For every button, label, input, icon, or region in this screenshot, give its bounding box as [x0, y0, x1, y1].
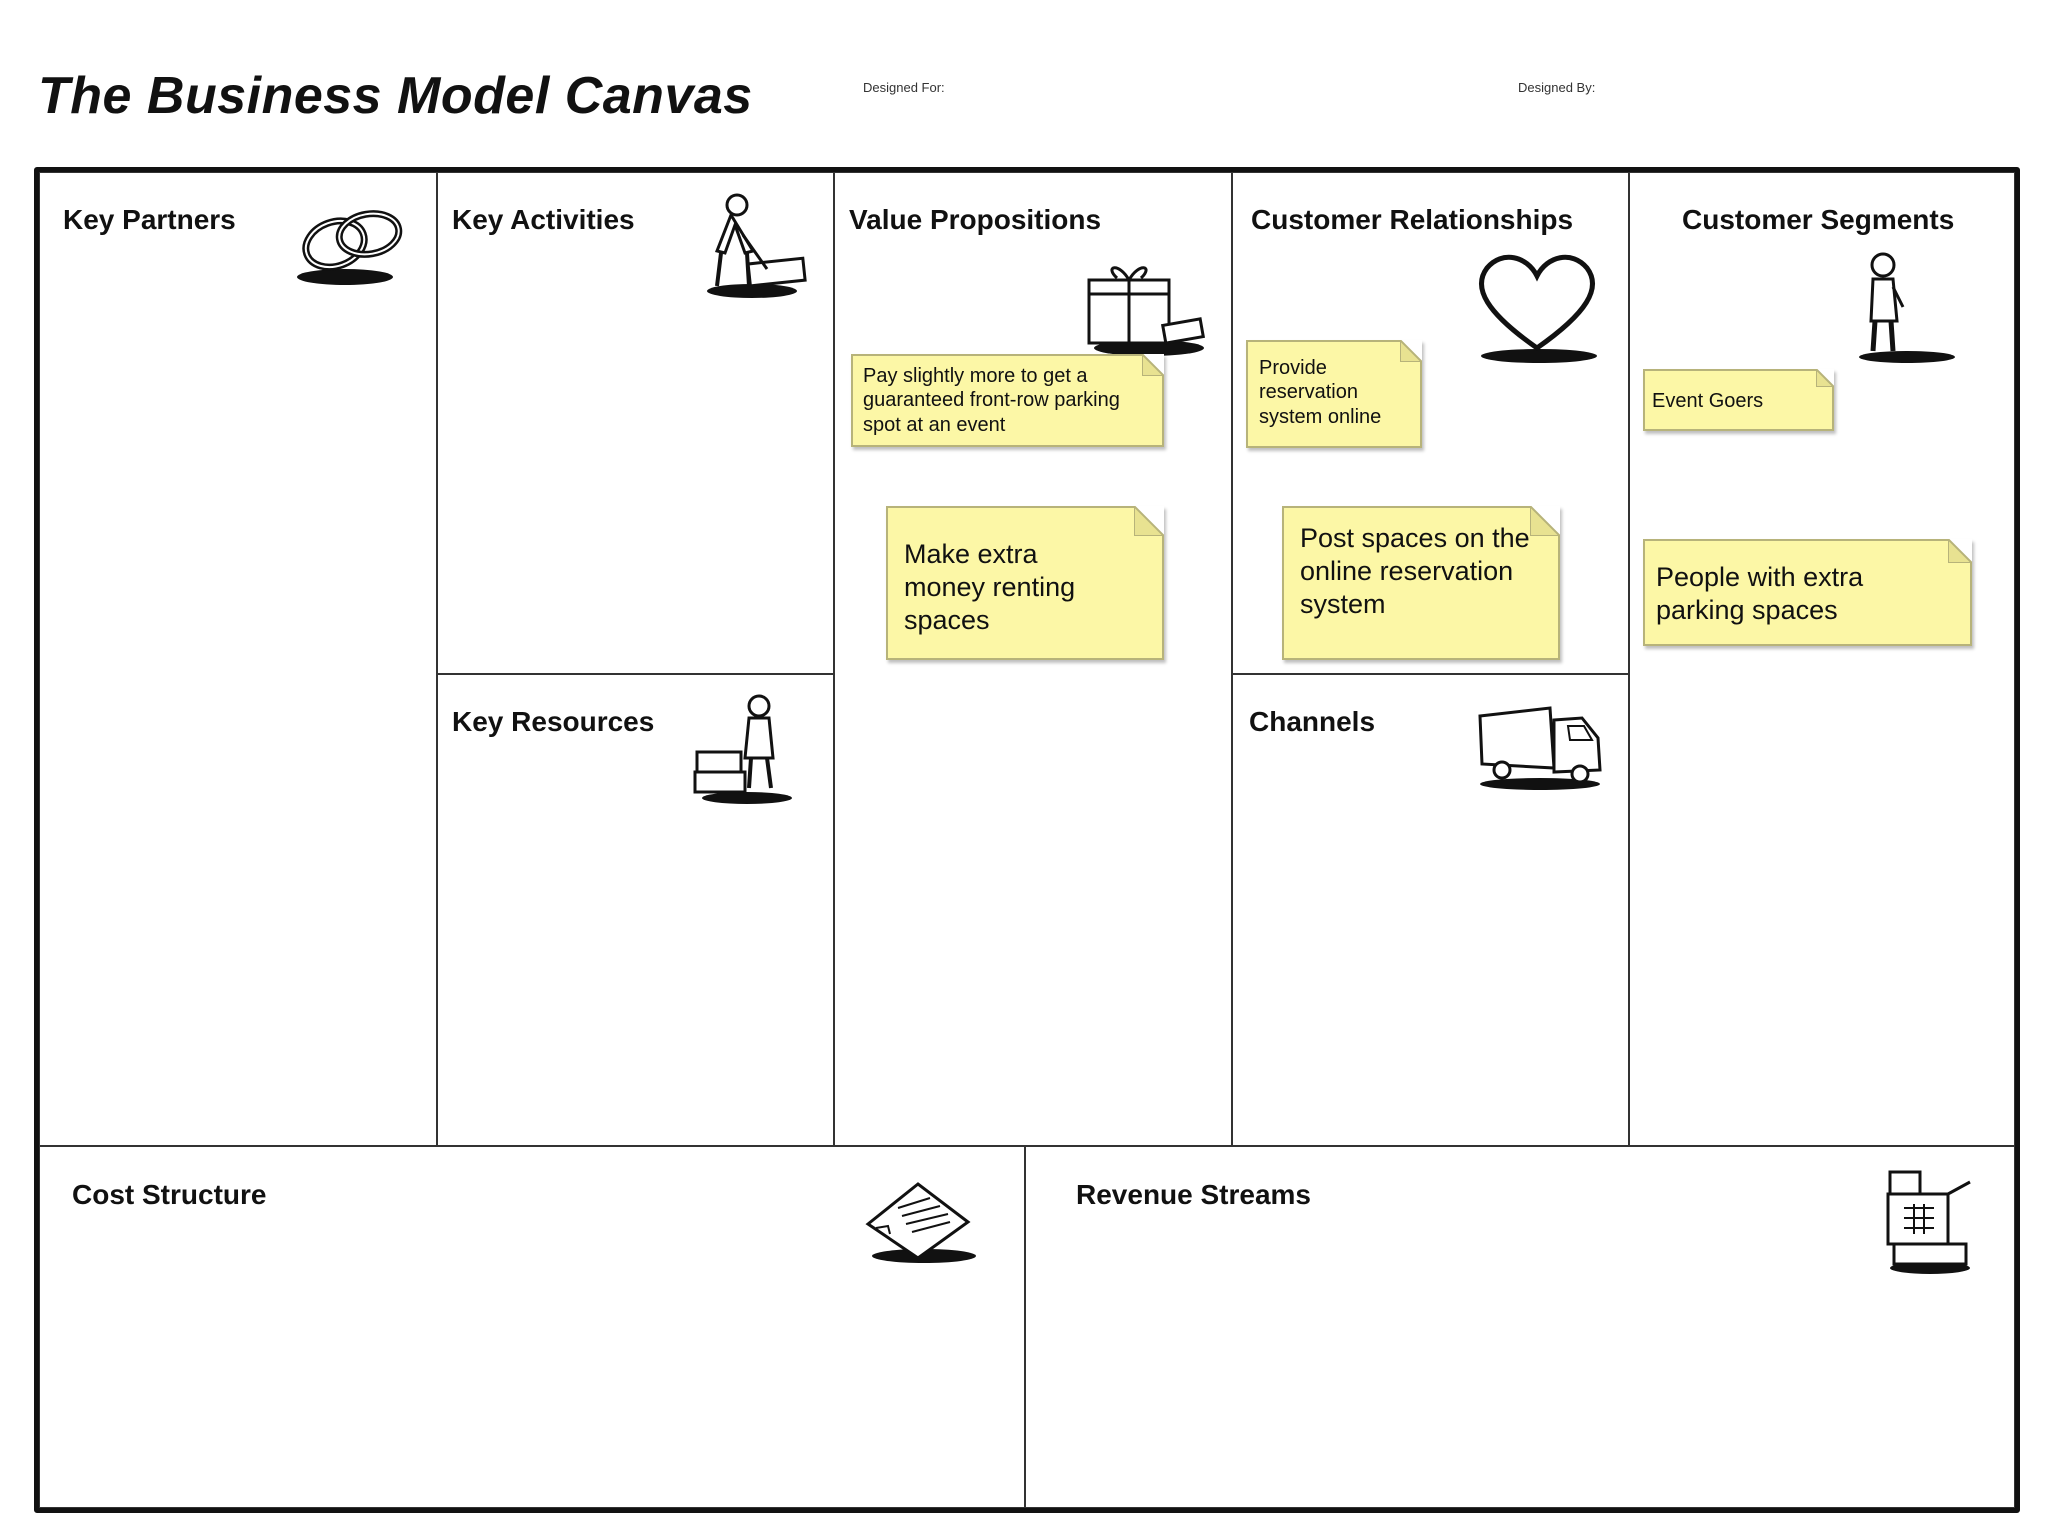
heart-icon: [1467, 248, 1607, 373]
truck-icon: [1472, 698, 1607, 803]
customer-relationships-title: Customer Relationships: [1251, 204, 1574, 235]
designed-by-label: Designed By:: [1518, 80, 1596, 95]
standing-person-icon: [1857, 251, 1967, 376]
receipt-icon: [858, 1176, 983, 1276]
business-model-canvas: Key Partners Key Activities: [34, 167, 2020, 1513]
customer-segments-title: Customer Segments: [1682, 204, 1955, 235]
designed-for-label: Designed For:: [863, 80, 945, 95]
segments-note-1[interactable]: Event Goers: [1643, 369, 1834, 431]
value-propositions-title: Value Propositions: [849, 204, 1102, 235]
key-resources-title: Key Resources: [452, 706, 655, 737]
key-resources-block[interactable]: Key Resources: [436, 673, 835, 1147]
segments-note-2[interactable]: People with extra parking spaces: [1643, 539, 1972, 646]
person-with-boxes-icon: [687, 692, 807, 817]
customer-relationships-block[interactable]: Customer Relationships Provide reservati…: [1231, 172, 1630, 675]
value-note-1[interactable]: Pay slightly more to get a guaranteed fr…: [851, 354, 1164, 447]
key-partners-title: Key Partners: [63, 204, 236, 235]
revenue-streams-block[interactable]: Revenue Streams: [1024, 1145, 2015, 1508]
key-activities-title: Key Activities: [452, 204, 635, 235]
cost-structure-block[interactable]: Cost Structure: [39, 1145, 1026, 1508]
relationships-note-1[interactable]: Provide reservation system online: [1246, 340, 1422, 448]
page-title: The Business Model Canvas: [38, 67, 753, 125]
worker-activity-icon: [687, 191, 812, 311]
key-partners-block[interactable]: Key Partners: [39, 172, 438, 1147]
chain-links-icon: [285, 199, 415, 294]
value-note-2[interactable]: Make extra money renting spaces: [886, 506, 1164, 660]
cash-register-icon: [1880, 1164, 1980, 1284]
cost-structure-title: Cost Structure: [72, 1179, 267, 1210]
customer-segments-block[interactable]: Customer Segments Event Goers People wit…: [1628, 172, 2015, 1147]
key-activities-block[interactable]: Key Activities: [436, 172, 835, 675]
value-propositions-block[interactable]: Value Propositions Pay slightly more to …: [833, 172, 1233, 1147]
revenue-streams-title: Revenue Streams: [1076, 1179, 1312, 1210]
channels-block[interactable]: Channels: [1231, 673, 1630, 1147]
channels-title: Channels: [1249, 706, 1376, 737]
gift-box-icon: [1079, 258, 1209, 368]
relationships-note-2[interactable]: Post spaces on the online reservation sy…: [1282, 506, 1560, 660]
